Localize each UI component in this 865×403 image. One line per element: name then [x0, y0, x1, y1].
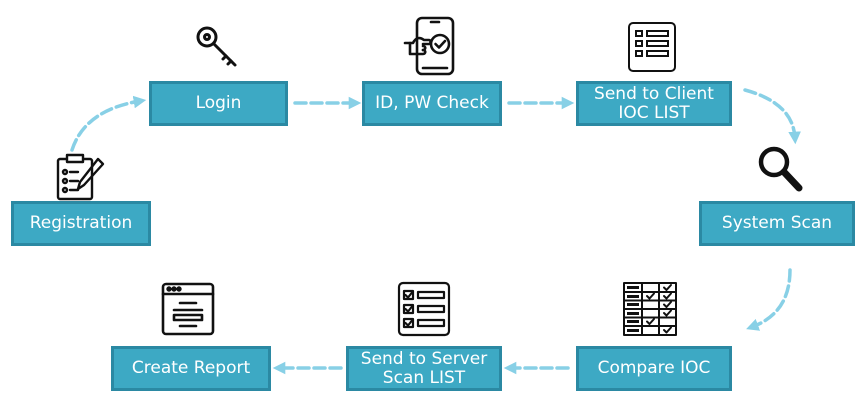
send-to-client-label-line2: IOC LIST — [618, 102, 690, 123]
send-to-client-label-line1: Send to Client — [594, 83, 714, 104]
send-to-server-label-line2: Scan LIST — [382, 367, 466, 388]
compare-ioc-label: Compare IOC — [597, 358, 711, 378]
send-to-server-label-line1: Send to Server — [360, 348, 488, 369]
send-to-client-step: Send to Client IOC LIST — [576, 81, 732, 126]
checklist-icon — [397, 281, 451, 337]
magnifier-icon — [758, 146, 803, 192]
comparison-table-icon — [623, 282, 677, 336]
compare-ioc-step: Compare IOC — [576, 346, 732, 391]
system-scan-label: System Scan — [721, 213, 833, 233]
system-scan-step: System Scan — [699, 201, 855, 246]
arrow-sendclient-to-scan — [743, 88, 801, 145]
id-pw-check-label: ID, PW Check — [375, 93, 489, 113]
login-step: Login — [149, 81, 288, 126]
registration-step: Registration — [11, 201, 151, 246]
arrow-scan-to-compare — [746, 268, 792, 331]
login-label: Login — [195, 93, 242, 113]
send-to-server-step: Send to Server Scan LIST — [346, 346, 502, 391]
report-window-icon — [161, 282, 215, 336]
create-report-step: Create Report — [111, 346, 271, 391]
phone-touch-check-icon — [403, 16, 455, 76]
create-report-label: Create Report — [131, 358, 251, 378]
id-pw-check-step: ID, PW Check — [362, 81, 502, 126]
arrow-registration-to-login — [70, 95, 147, 152]
list-document-icon — [628, 22, 676, 72]
clipboard-form-icon — [56, 153, 105, 201]
registration-label: Registration — [29, 213, 133, 233]
key-icon — [196, 26, 237, 67]
